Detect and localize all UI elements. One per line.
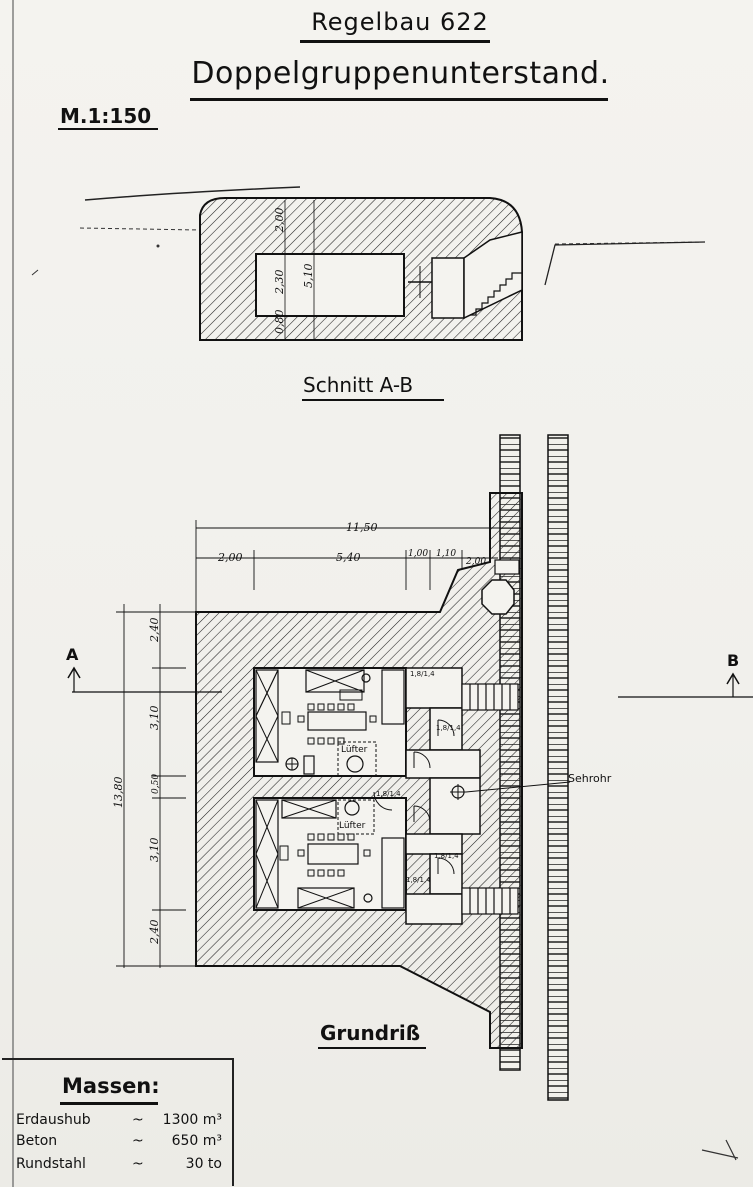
section-caption: Schnitt A-B [303, 373, 413, 397]
plan-drawing: Lüfter Lüft [66, 434, 753, 1101]
quantity-value: 1300 m³ [162, 1112, 222, 1128]
quantity-approx: ~ [132, 1133, 144, 1149]
entrance-steps-upper [461, 683, 519, 711]
plan-dim-v5: 2,40 [148, 920, 161, 946]
plan-dim-v2: 3,10 [148, 706, 161, 731]
section-passage [431, 257, 465, 319]
section-dim-floor: 0,80 [273, 310, 286, 335]
trench-wall-right [547, 434, 569, 1101]
section-drawing: 2,00 2,30 5,10 0,80 [31, 186, 706, 341]
plan-caption: Grundriß [320, 1021, 420, 1045]
door-label-1: 1,8/1,4 [410, 670, 435, 678]
plan-dim-total: 13,80 [112, 777, 125, 809]
section-room [255, 253, 405, 317]
plan-dim-wall: 2,00 [217, 551, 243, 564]
door-label-5: 1,8/1,4 [436, 724, 461, 732]
fan-label-lower: Lüfter [339, 821, 366, 831]
section-mark-a: A [66, 645, 79, 664]
quantity-approx: ~ [132, 1156, 144, 1172]
plan-dim-a: 1,00 [408, 549, 428, 559]
ground-line-left [84, 186, 301, 201]
quantities-title-underline [60, 1102, 158, 1105]
quantity-item: Beton [16, 1133, 58, 1149]
section-dim-room: 2,30 [273, 270, 286, 296]
quantities-box: Massen: Erdaushub ~ 1300 m³ Beton ~ 650 … [2, 1058, 234, 1186]
door-swings [373, 719, 455, 875]
door-label-4: 1,8/1,4 [434, 852, 459, 860]
section-mark-b: B [727, 651, 739, 670]
upper-room-furniture [255, 669, 405, 777]
ground-line-right [544, 241, 706, 286]
plan-dim-v1: 2,40 [148, 618, 161, 644]
quantity-item: Rundstahl [16, 1156, 86, 1172]
section-dim-total: 5,10 [302, 264, 315, 289]
sheet-edge [12, 0, 14, 1187]
quantity-item: Erdaushub [16, 1112, 91, 1128]
quantity-approx: ~ [132, 1112, 144, 1128]
corridor [405, 667, 481, 925]
lower-room-furniture [255, 799, 405, 909]
room-lower [253, 797, 407, 911]
ground-hatch-left [79, 227, 201, 231]
plan-dim-room: 5,40 [336, 551, 361, 564]
corner-mark [701, 1139, 739, 1161]
plan-dim-b: 1,10 [436, 549, 456, 559]
quantities-title: Massen: [62, 1074, 160, 1098]
periscope-leader [465, 781, 571, 793]
page-title: Doppelgruppenunterstand. [191, 56, 610, 91]
scale-underline [58, 128, 158, 130]
periscope-label: Sehrohr [568, 772, 612, 785]
plan-dim-c: 2,00 [465, 557, 486, 567]
door-label-3: 1,8/1,4 [406, 876, 431, 884]
left-dimensions [116, 604, 196, 968]
plan-dim-v4: 3,10 [148, 838, 161, 863]
door-label-2: 1,8/1,4 [376, 790, 401, 798]
top-dimensions [195, 520, 523, 612]
section-stairs [470, 272, 522, 316]
type-title: Regelbau 622 [311, 8, 489, 36]
scale-label: M.1:150 [60, 104, 152, 128]
room-upper [253, 667, 407, 777]
type-title-underline [300, 40, 490, 43]
periscope-housing [494, 559, 520, 575]
page-title-underline [190, 98, 608, 101]
plan-dim-width: 11,50 [346, 521, 378, 534]
fan-label-upper: Lüfter [341, 745, 368, 755]
quantity-value: 30 to [185, 1156, 222, 1172]
section-dim-roof: 2,00 [273, 208, 286, 234]
section-stair-shaft [463, 231, 523, 320]
periscope-base [481, 579, 515, 615]
plan-dim-v3: 0,50 [151, 774, 161, 794]
entrance-steps-lower [461, 887, 519, 915]
quantity-value: 650 m³ [171, 1133, 222, 1149]
